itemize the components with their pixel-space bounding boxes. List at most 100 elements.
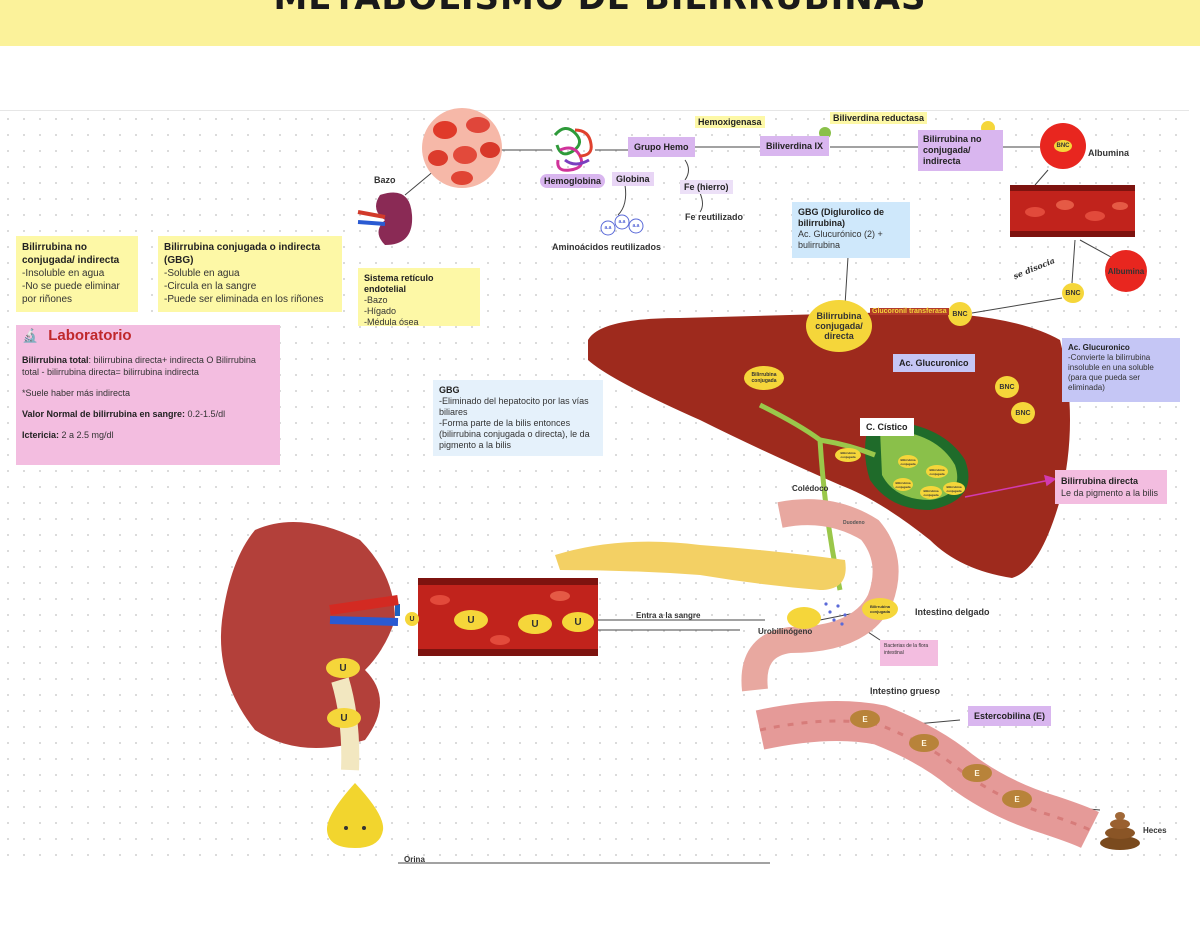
- spleen-illustration: [357, 192, 413, 245]
- albumina-label-top: Albumina: [1088, 148, 1130, 158]
- albumina-circle-top: BNC: [1040, 123, 1086, 169]
- urobilinogen-badge-kidney-2: U: [327, 708, 361, 728]
- lab-ictericia-value: 2 a 2.5 mg/dl: [59, 430, 114, 440]
- title-bar: METABOLISMO DE BILIRRUBINAS: [0, 0, 1200, 46]
- coledoco-label: Colédoco: [792, 484, 829, 493]
- note-sistema-title: Sistema retículo endotelial: [364, 273, 434, 294]
- intestino-grueso-label: Intestino grueso: [870, 686, 941, 696]
- bnc-badge-right: BNC: [1062, 283, 1084, 303]
- urine-drop-illustration: [326, 783, 384, 848]
- lab-normal-value: 0.2-1.5/dl: [185, 409, 226, 419]
- note-bilirrubina-no-conjugada: Bilirrubina no conjugada/ indirecta -Ins…: [16, 236, 138, 312]
- bilirrubina-directa-note: Bilirrubina directa Le da pigmento a la …: [1055, 470, 1167, 504]
- bilirrubina-conjugada-intestine-circle: Bilirrubina conjugada: [862, 598, 898, 620]
- note-no-conjugada-line-1: -Insoluble en agua: [22, 268, 105, 279]
- ac-note-title: Ac. Glucuronico: [1068, 343, 1130, 352]
- amino-acid-2: a.a: [618, 218, 626, 225]
- fe-reutilizado-label: Fe reutilizado: [685, 212, 744, 222]
- estercobilina-tag: Estercobilina (E): [968, 706, 1052, 726]
- estercobilina-badge-3: E: [962, 764, 992, 782]
- urobilinogeno-circle: [787, 607, 821, 629]
- gbg-note-title: GBG: [439, 385, 460, 395]
- gbg-note-line-2: -Forma parte de la bilis entonces (bilir…: [439, 418, 590, 450]
- directa-note-title: Bilirrubina directa: [1061, 476, 1139, 486]
- ac-note-text: -Convierte la bilirrubina insoluble en u…: [1068, 353, 1154, 392]
- lab-normal-label: Valor Normal de bilirrubina en sangre:: [22, 409, 186, 419]
- bacterias-note: Bacterias de la flora intestinal: [880, 640, 938, 666]
- microscope-icon: 🔬: [22, 328, 39, 343]
- gbg-note: GBG -Eliminado del hepatocito por las ví…: [433, 380, 603, 456]
- gallbladder-bubble-5: Bilirrubina conjugada: [920, 486, 942, 499]
- gbg-note-line-1: -Eliminado del hepatocito por las vías b…: [439, 396, 589, 417]
- grupo-hemo-tag: Grupo Hemo: [628, 137, 695, 157]
- note-conjugada-title: Bilirrubina conjugada o indirecta (GBG): [164, 242, 321, 266]
- urobilinogen-badge-3: U: [518, 614, 552, 634]
- biliverdina-ix-tag: Biliverdina IX: [760, 136, 830, 156]
- urobilinogen-badge-4: U: [562, 612, 594, 632]
- bacteria-dots: [824, 602, 847, 626]
- laboratorio-panel: 🔬 Laboratorio Bilirrubina total: bilirru…: [16, 325, 280, 465]
- lab-total-text: : bilirrubina directa+ indirecta O Bilir…: [22, 355, 256, 377]
- duodeno-label: Duodeno: [843, 520, 865, 526]
- biliverdina-reductasa-tag: Biliverdina reductasa: [830, 112, 928, 124]
- estercobilina-badge-4: E: [1002, 790, 1032, 808]
- kidney-illustration: [220, 522, 400, 771]
- bnc-badge-liver-top: BNC: [948, 302, 972, 326]
- albumina-circle-right: Albumina: [1105, 250, 1147, 292]
- globina-tag: Globina: [612, 172, 654, 186]
- pancreas-illustration: [555, 541, 846, 590]
- note-sistema-line-3: -Médula ósea: [364, 317, 419, 327]
- gbg-definition-text: Ac. Glucurónico (2) + bulirrubina: [798, 229, 883, 250]
- ac-glucuronico-tag: Ac. Glucuronico: [893, 354, 975, 372]
- note-no-conjugada-title: Bilirrubina no conjugada/ indirecta: [22, 242, 120, 266]
- bnc-badge-liver-1: BNC: [995, 376, 1019, 398]
- gallbladder-bubble-3: Bilirrubina conjugada: [926, 465, 948, 478]
- note-bilirrubina-conjugada: Bilirrubina conjugada o indirecta (GBG) …: [158, 236, 342, 312]
- bnc-badge-top: BNC: [1054, 140, 1072, 152]
- bile-duct: [758, 402, 876, 591]
- note-conjugada-line-3: -Puede ser eliminada en los riñones: [164, 294, 324, 305]
- glucoronil-transferasa-tag: Glucoronil transferasa: [870, 308, 949, 315]
- note-sistema-line-2: -Hígado: [364, 306, 397, 316]
- page-title: METABOLISMO DE BILIRRUBINAS: [0, 0, 1200, 18]
- bilirrubina-conjugada-circle: Bilirrubina conjugada/ directa: [806, 300, 872, 352]
- lab-total-label: Bilirrubina total: [22, 355, 89, 365]
- heces-label: Heces: [1143, 826, 1167, 835]
- hemoglobin-illustration: [553, 127, 593, 172]
- gallbladder-bubble-4: Bilirrubina conjugada: [893, 478, 913, 491]
- bilirrubina-no-conjugada-tag: Bilirrubina no conjugada/ indirecta: [918, 130, 1003, 171]
- intestino-delgado-label: Intestino delgado: [915, 607, 990, 617]
- lab-ictericia-label: Ictericia:: [22, 430, 60, 440]
- note-conjugada-line-1: -Soluble en agua: [164, 268, 240, 279]
- amino-acid-molecules: [600, 214, 644, 236]
- note-sistema-line-1: -Bazo: [364, 295, 388, 305]
- gbg-definition-title: GBG (Diglurolico de bilirrubina): [798, 207, 885, 228]
- large-intestine-illustration: [755, 701, 1099, 849]
- bilirrubina-conjugada-small-circle: Bilirrubina conjugada: [744, 366, 784, 390]
- urobilinogeno-label: Urobilinógeno: [758, 627, 813, 636]
- poop-illustration: [1100, 812, 1140, 850]
- blood-vessel-top: [1010, 185, 1135, 237]
- gallbladder-bubble-1: Bilirrubina conjugada: [835, 448, 861, 462]
- urobilinogen-badge-kidney-1: U: [326, 658, 360, 678]
- entra-sangre-label: Entra a la sangre: [636, 611, 701, 620]
- fe-hierro-tag: Fe (hierro): [680, 180, 733, 194]
- aminoacidos-label: Aminoácidos reutilizados: [552, 242, 662, 252]
- hemoglobina-tag: Hemoglobina: [540, 174, 606, 188]
- bazo-label: Bazo: [374, 175, 396, 185]
- note-sistema-reticulo: Sistema retículo endotelial -Bazo -Hígad…: [358, 268, 480, 327]
- gallbladder-bubble-2: Bilirrubina conjugada: [898, 455, 918, 468]
- amino-acid-1: a.a: [604, 224, 612, 231]
- connector-lines: [398, 146, 1121, 864]
- laboratorio-heading: Laboratorio: [48, 327, 132, 344]
- directa-note-text: Le da pigmento a la bilis: [1061, 488, 1159, 498]
- note-conjugada-line-2: -Circula en la sangre: [164, 281, 257, 292]
- orina-label: Orina: [404, 855, 425, 864]
- lab-note: *Suele haber más indirecta: [22, 388, 131, 398]
- amino-acid-3: a.a: [632, 222, 640, 229]
- urobilinogen-badge-2: U: [454, 610, 488, 630]
- gbg-definition-box: GBG (Diglurolico de bilirrubina) Ac. Glu…: [792, 202, 910, 258]
- gallbladder-bubble-6: Bilirrubina conjugada: [943, 482, 965, 495]
- estercobilina-badge-1: E: [850, 710, 880, 728]
